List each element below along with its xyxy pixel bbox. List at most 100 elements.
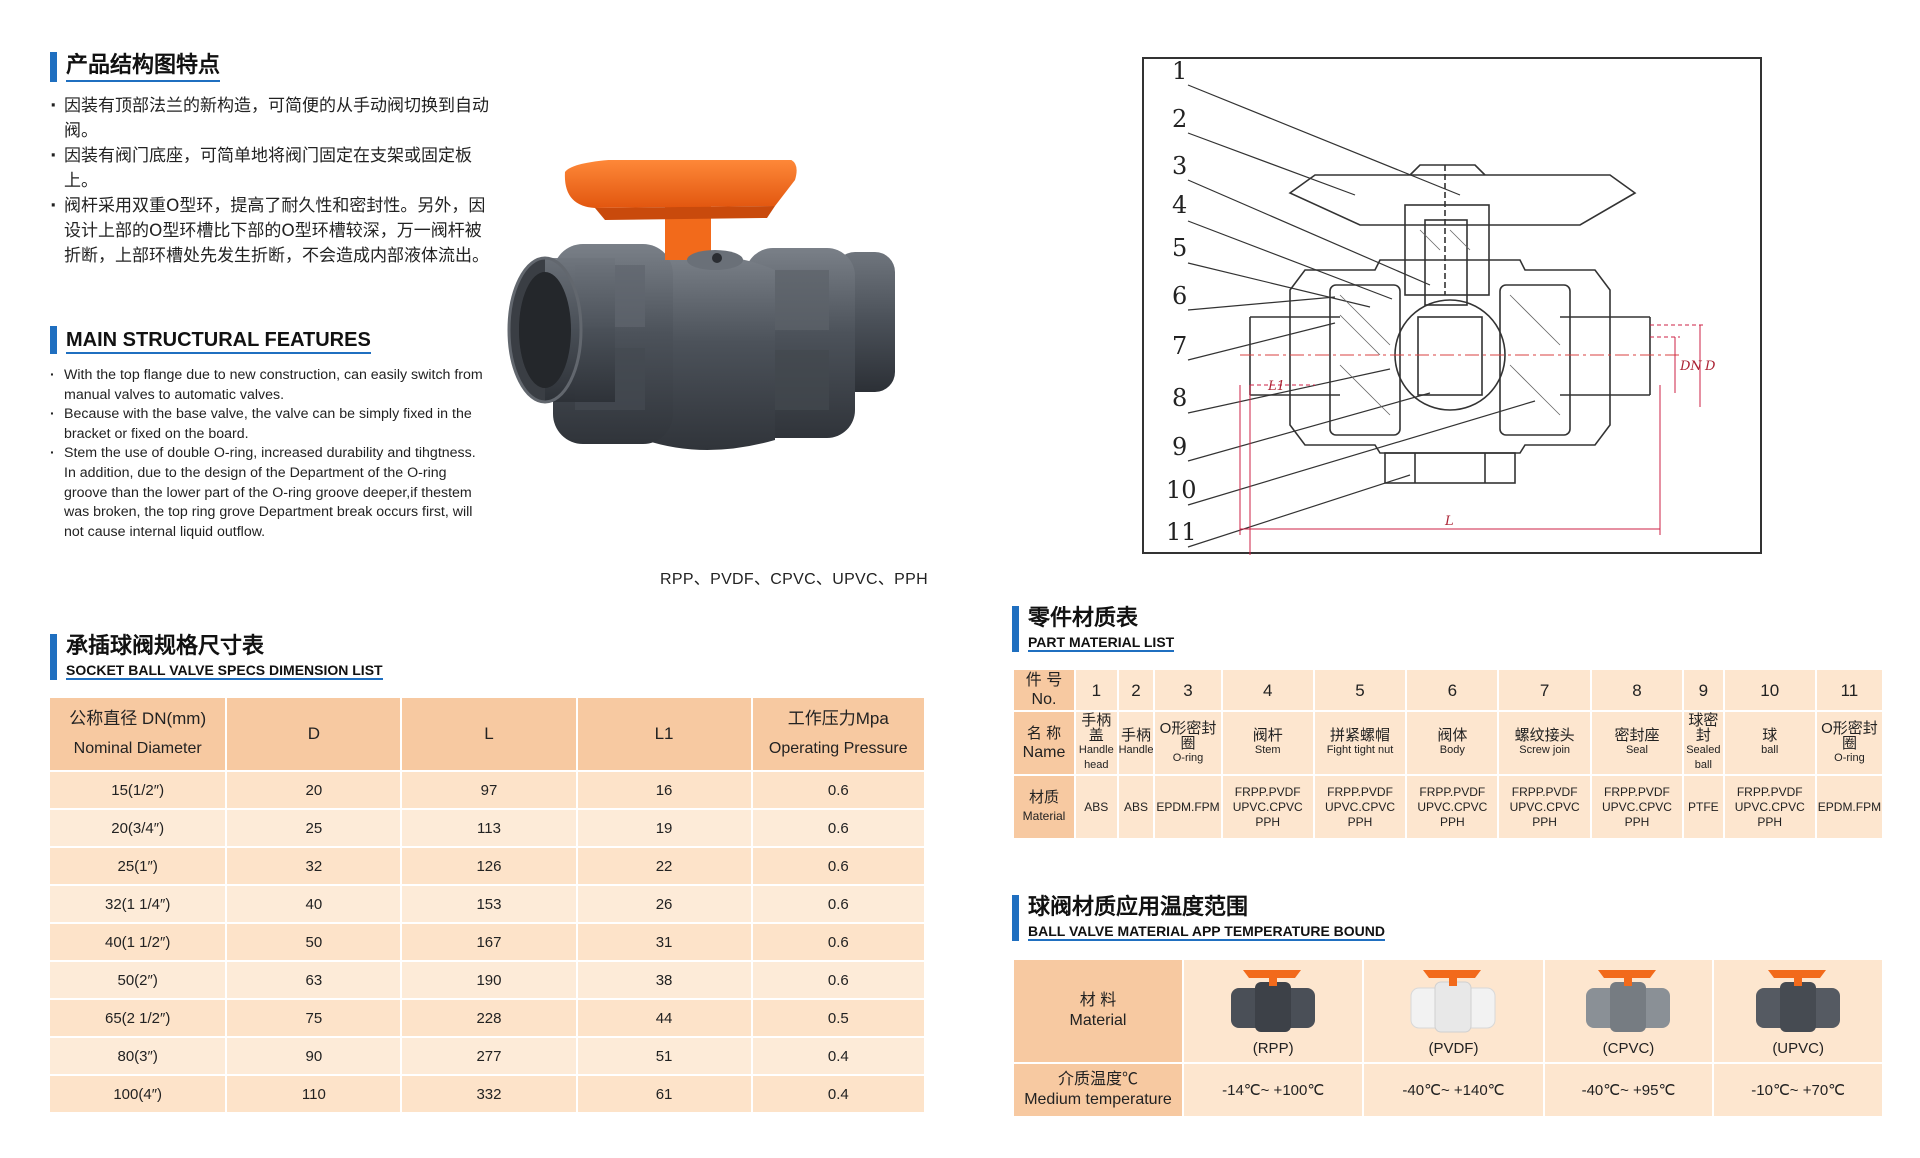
parts-zh-title: 零件材质表 <box>1028 606 1139 631</box>
features-en-item: With the top flange due to new construct… <box>50 366 490 405</box>
table-cell: 332 <box>402 1076 576 1112</box>
features-en-list: With the top flange due to new construct… <box>50 366 490 542</box>
upvc-valve-icon <box>1756 969 1841 1032</box>
table-cell: 1 <box>1076 670 1117 710</box>
material-upvc-cell: (UPVC) <box>1714 960 1882 1062</box>
table-cell: FRPP.PVDF UPVC.CPVC PPH <box>1222 776 1313 838</box>
table-cell: 25(1″) <box>50 848 226 884</box>
table-cell: 63 <box>227 962 401 998</box>
table-cell: EPDM.FPM <box>1816 776 1882 838</box>
table-cell: ABS <box>1076 776 1117 838</box>
col-nominal-diameter: 公称直径 DN(mm)Nominal Diameter <box>50 698 226 770</box>
cpvc-valve-icon <box>1586 969 1671 1032</box>
table-cell: 8 <box>1591 670 1683 710</box>
dim-label-d: D <box>1704 359 1716 374</box>
table-cell: 0.6 <box>752 924 924 960</box>
table-cell: 113 <box>402 810 576 846</box>
callout-3: 3 <box>1172 152 1187 180</box>
table-cell: FRPP.PVDF UPVC.CPVC PPH <box>1499 776 1590 838</box>
dim-label-dn: DN <box>1679 359 1702 374</box>
product-materials-caption: RPP、PVDF、CPVC、UPVC、PPH <box>660 571 928 588</box>
table-cell: 20(3/4″) <box>50 810 226 846</box>
table-cell: 38 <box>577 962 751 998</box>
table-cell: 0.5 <box>752 1000 924 1036</box>
table-cell: 44 <box>577 1000 751 1036</box>
table-cell: 26 <box>577 886 751 922</box>
features-zh-item: 因装有阀门底座，可简单地将阀门固定在支架或固定板上。 <box>50 144 490 194</box>
features-en-item: Stem the use of double O-ring, increased… <box>50 444 490 542</box>
table-cell: 22 <box>577 848 751 884</box>
col-d: D <box>227 698 401 770</box>
callout-1: 1 <box>1172 57 1187 85</box>
table-cell: 190 <box>402 962 576 998</box>
callout-6: 6 <box>1172 282 1187 310</box>
table-cell: 5 <box>1314 670 1406 710</box>
specs-header-row: 公称直径 DN(mm)Nominal Diameter D L L1 工作压力M… <box>50 698 924 770</box>
table-cell: 90 <box>227 1038 401 1074</box>
col-l1: L1 <box>577 698 751 770</box>
table-cell: FRPP.PVDF UPVC.CPVC PPH <box>1724 776 1815 838</box>
table-cell: 61 <box>577 1076 751 1112</box>
callout-8: 8 <box>1172 384 1187 412</box>
table-cell: 0.4 <box>752 1038 924 1074</box>
callout-2: 2 <box>1172 105 1187 133</box>
material-cpvc-cell: (CPVC) <box>1544 960 1713 1062</box>
features-zh-list: 因装有顶部法兰的新构造，可简便的从手动阀切换到自动阀。 因装有阀门底座，可简单地… <box>50 94 490 269</box>
specs-table: 公称直径 DN(mm)Nominal Diameter D L L1 工作压力M… <box>48 696 926 1114</box>
specs-en-title: SOCKET BALL VALVE SPECS DIMENSION LIST <box>66 662 383 680</box>
table-cell: 2 <box>1118 670 1154 710</box>
callout-5: 5 <box>1172 234 1187 262</box>
table-cell: 65(2 1/2″) <box>50 1000 226 1036</box>
table-cell: 4 <box>1222 670 1313 710</box>
table-cell: FRPP.PVDF UPVC.CPVC PPH <box>1407 776 1498 838</box>
material-rpp-cell: (RPP) <box>1184 960 1363 1062</box>
table-cell: 0.6 <box>752 848 924 884</box>
table-cell: 167 <box>402 924 576 960</box>
table-cell: 32 <box>227 848 401 884</box>
features-en-item: Because with the base valve, the valve c… <box>50 405 490 444</box>
rpp-valve-icon <box>1231 969 1316 1032</box>
table-cell: 75 <box>227 1000 401 1036</box>
callout-7: 7 <box>1172 332 1187 360</box>
callout-10: 10 <box>1166 476 1197 504</box>
table-cell: 228 <box>402 1000 576 1036</box>
table-cell: 0.4 <box>752 1076 924 1112</box>
ball-valve-photo <box>507 160 895 450</box>
table-cell: FRPP.PVDF UPVC.CPVC PPH <box>1314 776 1406 838</box>
table-cell: 50(2″) <box>50 962 226 998</box>
table-cell: 20 <box>227 772 401 808</box>
table-cell: 0.6 <box>752 886 924 922</box>
table-cell: 15(1/2″) <box>50 772 226 808</box>
table-cell: 0.6 <box>752 962 924 998</box>
table-cell: 40 <box>227 886 401 922</box>
table-cell: 19 <box>577 810 751 846</box>
features-zh-item: 阀杆采用双重O型环，提高了耐久性和密封性。另外，因设计上部的O型环槽比下部的O型… <box>50 194 490 269</box>
table-cell: 3 <box>1155 670 1221 710</box>
temperature-range: -14℃~ +100℃ <box>1184 1064 1363 1116</box>
table-cell: 25 <box>227 810 401 846</box>
valve-cross-section-diagram: 1 2 3 4 5 6 7 8 9 10 11 <box>1142 57 1762 555</box>
col-l: L <box>402 698 576 770</box>
table-cell: 153 <box>402 886 576 922</box>
table-cell: 31 <box>577 924 751 960</box>
features-en-title: MAIN STRUCTURAL FEATURES <box>66 328 371 354</box>
